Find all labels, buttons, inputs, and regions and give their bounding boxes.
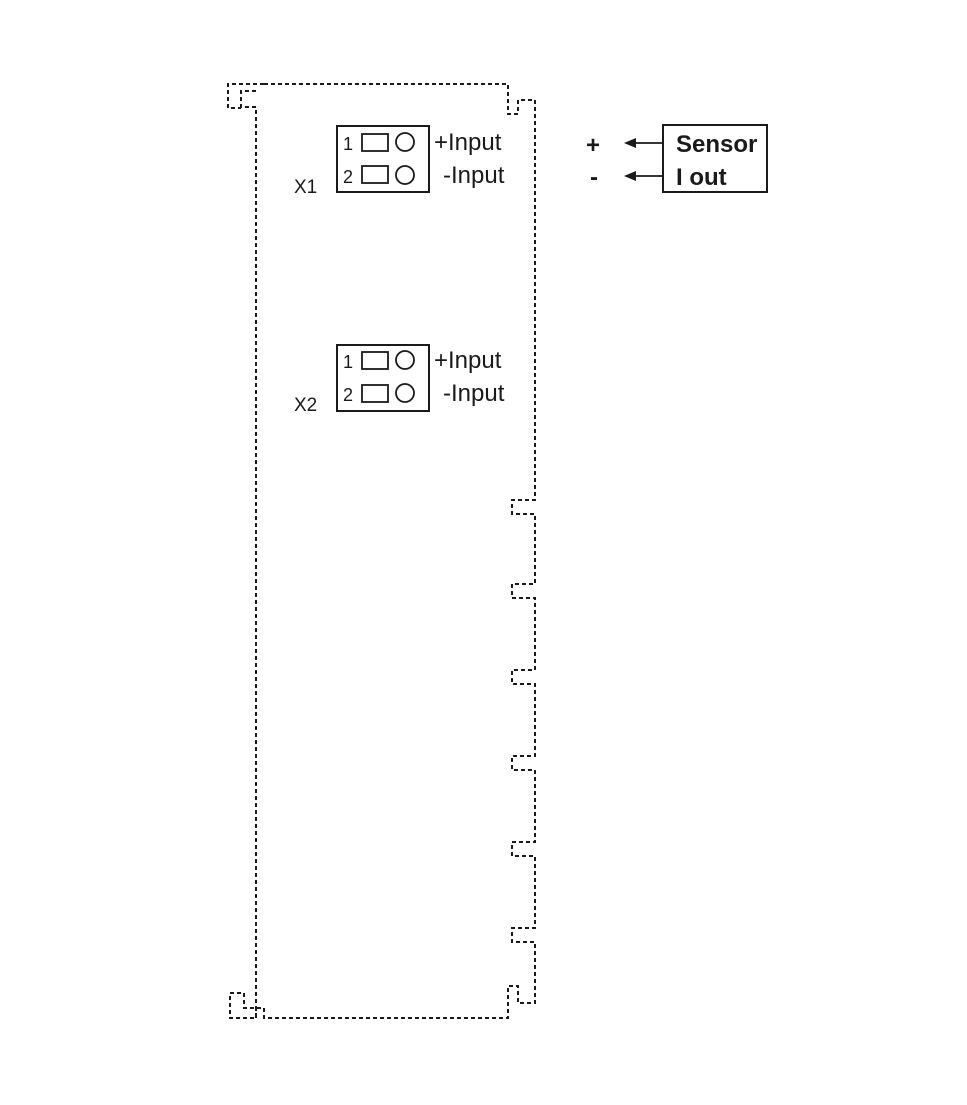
connector-x1-pin1-label: +Input [434, 129, 502, 156]
terminal-screw-icon [361, 384, 389, 403]
connector-x1-id: X1 [294, 177, 317, 198]
terminal-clamp-icon [395, 165, 415, 185]
terminal-screw-icon [361, 165, 389, 184]
connector-x1: 1 2 +Input -Input X1 [294, 125, 505, 198]
connector-x2-pin1-label: +Input [434, 347, 502, 374]
terminal-clamp-icon [395, 350, 415, 370]
sensor-plus-sign: + [586, 132, 600, 159]
sensor-output-label: I out [676, 164, 727, 191]
connector-x1-pin2-label: -Input [443, 162, 505, 189]
sensor-minus-sign: - [590, 164, 598, 191]
housing-latch-top-left [227, 83, 264, 109]
connector-x2-frame [336, 344, 430, 412]
connector-x2: 1 2 +Input -Input X2 [294, 344, 505, 416]
connector-x2-pin2-label: -Input [443, 380, 505, 407]
sensor-frame [662, 124, 768, 193]
terminal-screw-icon [361, 133, 389, 152]
connector-x1-pin1-number: 1 [343, 134, 353, 154]
connector-x2-pin2-number: 2 [343, 385, 353, 405]
sensor-block: Sensor I out + - [586, 124, 768, 193]
connector-x2-id: X2 [294, 395, 317, 416]
connector-x1-pin2-number: 2 [343, 167, 353, 187]
terminal-clamp-icon [395, 132, 415, 152]
sensor-title: Sensor [676, 131, 757, 158]
connector-x1-frame [336, 125, 430, 193]
module-housing-outline [229, 83, 536, 1019]
connector-x2-pin1-number: 1 [343, 352, 353, 372]
terminal-screw-icon [361, 351, 389, 370]
arrow-left-icon [624, 138, 636, 148]
terminal-clamp-icon [395, 383, 415, 403]
arrow-left-icon [624, 171, 636, 181]
